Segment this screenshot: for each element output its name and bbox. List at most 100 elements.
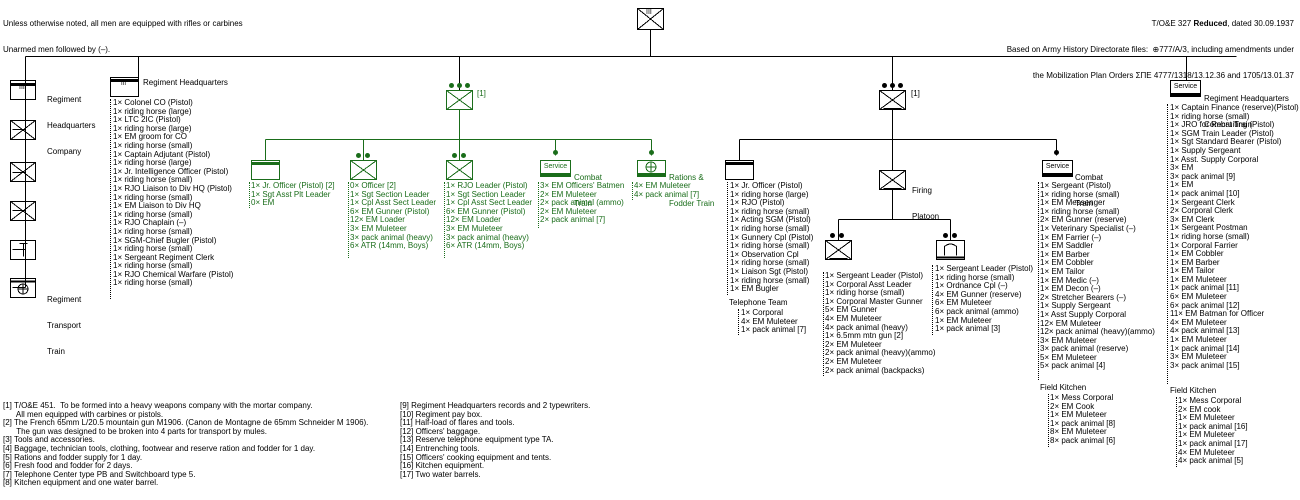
roster-line: 1× RJO (Pistol)	[730, 198, 785, 208]
rhq-combat-train-title: Regiment Headquarters Combat Train	[1204, 94, 1289, 129]
rhq-bracket	[110, 99, 111, 299]
roster-line: 1× Corporal Asst Leader	[825, 279, 912, 289]
roster-line: 1× riding horse (large)	[730, 189, 809, 199]
roster-line: 1× Supply Sergeant	[1170, 145, 1241, 155]
hw-hq-bracket	[727, 182, 728, 295]
firing-section2-roster: 1× Sergeant Leader (Pistol)1× riding hor…	[935, 264, 1033, 334]
roster-line: 1× riding horse (large)	[113, 106, 192, 116]
roster-line: 1× EM Barber	[1040, 249, 1090, 259]
roster-line: 8× pack animal [6]	[1050, 435, 1116, 445]
roster-line: 1× Captain Adjutant (Pistol)	[113, 149, 211, 159]
roster-line: [6] Fresh food and fodder for 2 days.	[3, 461, 133, 471]
roster-line: 4× EM Gunner (reserve)	[935, 289, 1022, 299]
roster-line: 1× EM Tailor	[1040, 266, 1085, 276]
green-ct-bracket	[538, 182, 539, 228]
green-plt1-bracket	[348, 182, 349, 258]
roster-line: 1× Jr. Officer (Pistol)	[730, 181, 803, 190]
roster-line: 2× pack animal [7]	[540, 215, 606, 225]
roster-line: 1× EM Muleteer	[1178, 430, 1235, 440]
roster-line: 6× ATR (14mm, Boys)	[350, 241, 429, 251]
hw-fk-bracket	[1048, 394, 1049, 447]
echelon-dot	[465, 83, 470, 88]
roster-line: 1× riding horse (small)	[1040, 189, 1120, 199]
echelon-dot	[457, 83, 462, 88]
roster-line: 1× EM Medic (–)	[1040, 275, 1099, 285]
roster-line: 1× riding horse (small)	[113, 192, 193, 202]
roster-line: 1× SGM-Chief Bugler (Pistol)	[113, 235, 217, 245]
green-plt2-bracket	[444, 182, 445, 258]
roster-line: 3× EM Muleteer	[350, 223, 407, 233]
roster-line: 1× EM Barber	[1170, 257, 1220, 267]
roster-line: 1× EM	[1170, 180, 1194, 190]
roster-line: 1× Supply Sergeant	[1040, 301, 1111, 311]
roster-line: 1× EM Tailor	[1170, 266, 1215, 276]
roster-line: 6× pack animal [12]	[1170, 300, 1240, 310]
roster-line: 1× Captain Finance (reserve)(Pistol)	[1170, 103, 1299, 112]
roster-line: 1× Sergeant Postman	[1170, 223, 1248, 233]
roster-line: 2× pack animal (heavy)(ammo)	[825, 348, 936, 358]
roster-line: 1× riding horse (small)	[730, 223, 810, 233]
echelon-dot	[452, 153, 457, 158]
fp-sec2-bracket	[932, 265, 933, 335]
roster-line: 2× pack animal (ammo)	[540, 198, 624, 208]
echelon-dot	[898, 83, 903, 88]
roster-line: 2× EM Muleteer	[825, 339, 882, 349]
roster-line: 3× pack animal [9]	[1170, 171, 1236, 181]
roster-line: 4× pack animal (heavy)	[825, 322, 908, 332]
echelon-dot	[830, 233, 835, 238]
roster-line: 3× pack animal (heavy)	[350, 232, 433, 242]
firing-platoon-title: Firing Platoon	[912, 186, 940, 221]
roster-line: 1× EM Saddler	[1040, 241, 1094, 251]
roster-line: 2× EM Muleteer	[540, 189, 597, 199]
roster-line: 5× pack animal [4]	[1040, 361, 1106, 371]
hw-combat-train-title: Combat Train	[1075, 173, 1104, 208]
roster-line: 1× Sergeant Regiment Clerk	[113, 252, 215, 262]
roster-line: 1× EM Messenger	[1040, 198, 1106, 208]
general-note: Unarmed men followed by (–).	[3, 44, 111, 54]
general-note: Unless otherwise noted, all men are equi…	[3, 19, 243, 29]
roster-line: 1× pack animal [16]	[1178, 421, 1248, 431]
roster-line: 1× riding horse (small)	[825, 288, 905, 298]
roster-line: 1× pack animal [3]	[935, 324, 1001, 334]
echelon-dot	[943, 233, 948, 238]
roster-line: 6× pack animal (ammo)	[935, 306, 1019, 316]
roster-line: 1× EM Cobbler	[1040, 258, 1094, 268]
roster-line: 1× Asst Supply Corporal	[1040, 309, 1127, 319]
toe-source: Based on Army History Directorate files:…	[1006, 44, 1294, 54]
roster-line: 6× EM Gunner (Pistol)	[446, 206, 526, 216]
roster-line: 1× EM Liaison to Div HQ	[113, 201, 201, 211]
roster-line: 1× Asst. Supply Corporal	[1170, 154, 1259, 164]
roster-line: 12× EM Loader	[350, 215, 405, 225]
roster-line: 3× EM Officers' Batmen	[540, 181, 625, 190]
roster-line: 3× pack animal (heavy)	[446, 232, 529, 242]
echelon-dot	[461, 153, 466, 158]
roster-line: [11] Half-load of flares and tools.	[400, 418, 515, 428]
green-service-label: Service	[543, 163, 568, 170]
roster-line: 3× EM Muleteer	[446, 223, 503, 233]
roster-line: 1× Veterinary Specialist (–)	[1040, 223, 1136, 233]
rhq-field-kitchen-title: Field Kitchen	[1170, 386, 1217, 395]
roster-line: 4× EM Muleteer	[634, 181, 691, 190]
roster-line: [17] Two water barrels.	[400, 469, 481, 479]
roster-line: 1× pack animal [11]	[1170, 283, 1240, 293]
roster-line: 2× EM Gunner (reserve)	[1040, 215, 1127, 225]
mortar-company-note: [1]	[477, 89, 486, 98]
roster-line: [14] Entrenching tools.	[400, 443, 480, 453]
hq-company-echelon: III	[19, 84, 25, 91]
roster-line: All men equipped with carbines or pistol…	[3, 409, 164, 419]
roster-line: 1× riding horse (small)	[730, 258, 810, 268]
roster-line: 1× Sgt Section Leader	[350, 189, 430, 199]
echelon-dot	[649, 150, 654, 155]
roster-line: 4× pack animal [7]	[634, 189, 700, 199]
roster-line: 1× EM groom for CO	[113, 132, 188, 142]
roster-line: 5× EM Muleteer	[1040, 352, 1097, 362]
roster-line: 1× Liaison Sgt (Pistol)	[730, 266, 809, 276]
roster-line: 1× Mess Corporal	[1050, 393, 1114, 402]
footnotes-right: [9] Regiment Headquarters records and 2 …	[400, 401, 590, 479]
hw-company-note: [1]	[911, 89, 920, 98]
hw-field-kitchen-title: Field Kitchen	[1040, 383, 1087, 392]
